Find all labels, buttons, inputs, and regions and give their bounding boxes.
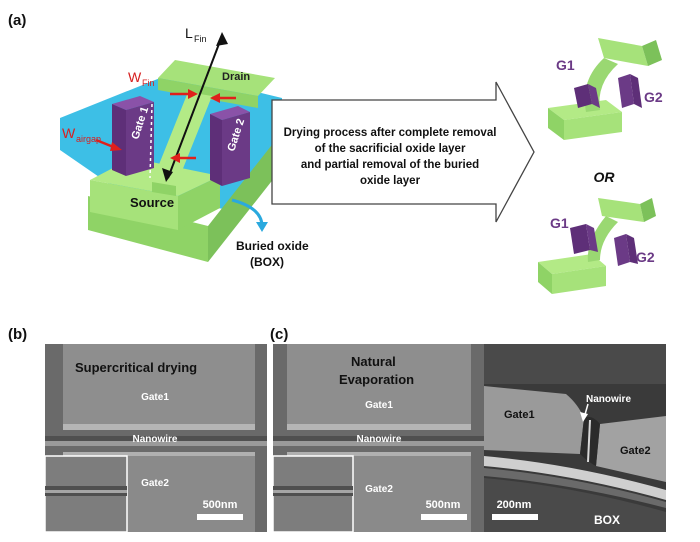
result-bottom-g2: G2 xyxy=(636,249,655,265)
zoom-scale-bar xyxy=(492,514,538,520)
b-gate2-label: Gate2 xyxy=(141,478,169,489)
lfin-arrow-line xyxy=(167,35,223,179)
panel-b-sem: Supercritical drying Gate1 Nanowire Gate… xyxy=(45,344,267,532)
gate1-front xyxy=(126,102,154,176)
c-scale-bar xyxy=(421,514,467,520)
fin-front xyxy=(152,182,176,196)
arrow-text-4: oxide layer xyxy=(360,175,421,187)
result-top-g2: G2 xyxy=(644,89,663,105)
wfin-sub: Fin xyxy=(142,78,155,88)
lfin-sub: Fin xyxy=(194,34,207,44)
c-gate2-label: Gate2 xyxy=(365,484,393,495)
wfin-label: W xyxy=(128,69,142,85)
zoom-gate1 xyxy=(484,386,584,454)
b-title: Supercritical drying xyxy=(75,360,197,375)
b-gate1-label: Gate1 xyxy=(141,392,169,403)
process-arrow xyxy=(271,81,535,223)
result-bottom-structure xyxy=(538,198,656,294)
gate1-side xyxy=(112,104,126,176)
zoom-nanowire-label: Nanowire xyxy=(586,394,631,405)
arrow-text-3: and partial removal of the buried xyxy=(301,159,479,171)
gate2-front xyxy=(222,112,250,186)
drain-pad-top xyxy=(158,60,275,96)
wairgap-label: W xyxy=(62,125,76,141)
wairgap-sub: airgap xyxy=(76,134,101,144)
c-gate1-label: Gate1 xyxy=(365,400,393,411)
substrate-side xyxy=(208,132,282,262)
result-bottom-g1: G1 xyxy=(550,215,569,231)
c-scale-label: 500nm xyxy=(426,499,461,511)
gate1-top xyxy=(112,96,154,110)
b-nanowire xyxy=(45,441,267,446)
drain-label: Drain xyxy=(222,71,250,83)
panel-a-tag: (a) xyxy=(8,12,27,29)
source-label: Source xyxy=(130,195,174,210)
arrow-text-1: Drying process after complete removal xyxy=(284,127,497,139)
b-nanowire-label: Nanowire xyxy=(132,434,177,445)
gate2-top xyxy=(210,106,250,120)
panel-a-illustration: Gate 1 Gate 2 Drain Source L Fin W Fin W… xyxy=(60,25,663,294)
panel-b-tag: (b) xyxy=(8,326,28,343)
c-title-2: Evaporation xyxy=(339,372,414,387)
box-label-1: Buried oxide xyxy=(236,239,309,253)
gate2-side xyxy=(210,114,222,186)
zoom-scale-label: 200nm xyxy=(497,499,532,511)
b-scale-bar xyxy=(197,514,243,520)
box-label-2: (BOX) xyxy=(250,255,284,269)
c-gate1-pad xyxy=(287,344,471,428)
zoom-box-label: BOX xyxy=(594,513,620,527)
b-gate1-pad xyxy=(63,344,255,428)
zoom-gate2 xyxy=(596,416,666,482)
panel-c-tag: (c) xyxy=(270,326,289,343)
lfin-arrow-tail xyxy=(162,168,173,182)
result-top-g1: G1 xyxy=(556,57,575,73)
c-nanowire xyxy=(273,441,485,446)
panel-c-sem: Natural Evaporation Gate1 Nanowire Gate2… xyxy=(273,344,485,532)
c-title-1: Natural xyxy=(351,354,396,369)
zoom-gate2-label: Gate2 xyxy=(620,445,651,457)
or-label: OR xyxy=(594,169,616,185)
lfin-arrow-head xyxy=(216,32,228,46)
zoom-nanowire xyxy=(587,419,591,463)
zoom-gate1-label: Gate1 xyxy=(504,409,535,421)
panel-c-zoom-sem: Gate1 Nanowire Gate2 200nm BOX xyxy=(484,344,666,532)
c-nanowire-label: Nanowire xyxy=(356,434,401,445)
result-top-structure xyxy=(548,38,662,140)
drain-pad-front xyxy=(158,78,258,108)
source-pad-side xyxy=(178,176,220,230)
arrow-text-2: of the sacrificial oxide layer xyxy=(315,143,466,155)
lfin-label: L xyxy=(185,25,193,41)
b-scale-label: 500nm xyxy=(203,499,238,511)
